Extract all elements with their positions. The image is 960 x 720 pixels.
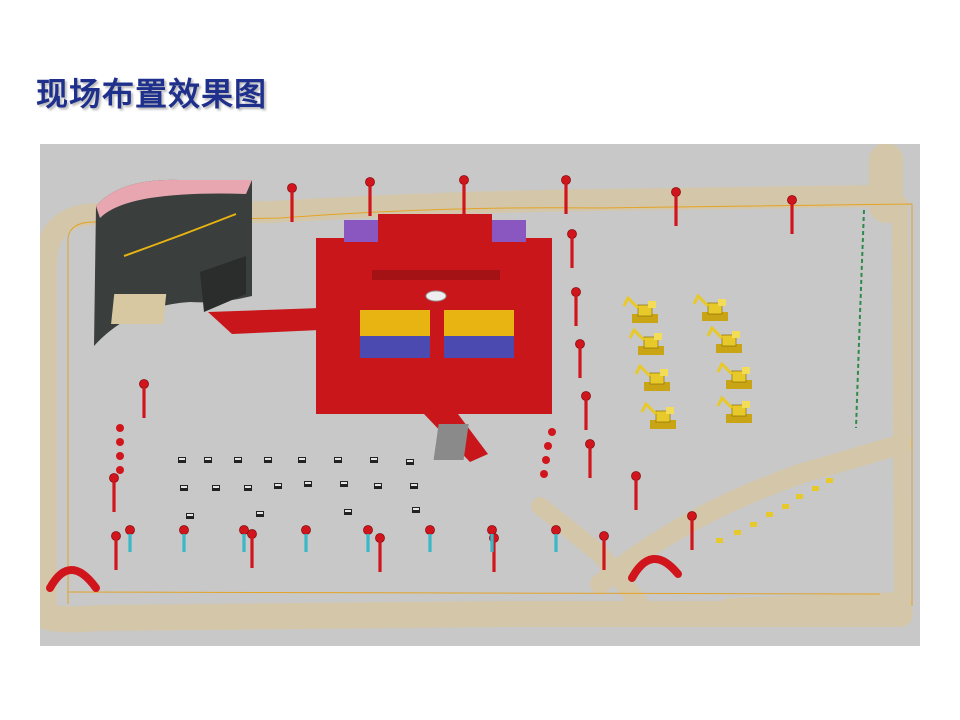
exhibition-building: [94, 179, 252, 346]
led-screen-right: [492, 220, 526, 242]
road-network: [40, 144, 913, 633]
boundary-lines: [67, 203, 913, 606]
small-machinery-row: [716, 478, 833, 543]
inflatable-arches: [46, 555, 682, 592]
red-carpet-walkway: [208, 308, 320, 334]
site-plan-illustration: [40, 144, 920, 646]
audience-seating: [360, 310, 514, 358]
slide-title: 现场布置效果图: [36, 75, 268, 113]
main-stage: [316, 214, 552, 462]
led-screen-left: [344, 220, 378, 242]
podium: [425, 290, 447, 302]
balloon-cluster: [116, 424, 556, 478]
